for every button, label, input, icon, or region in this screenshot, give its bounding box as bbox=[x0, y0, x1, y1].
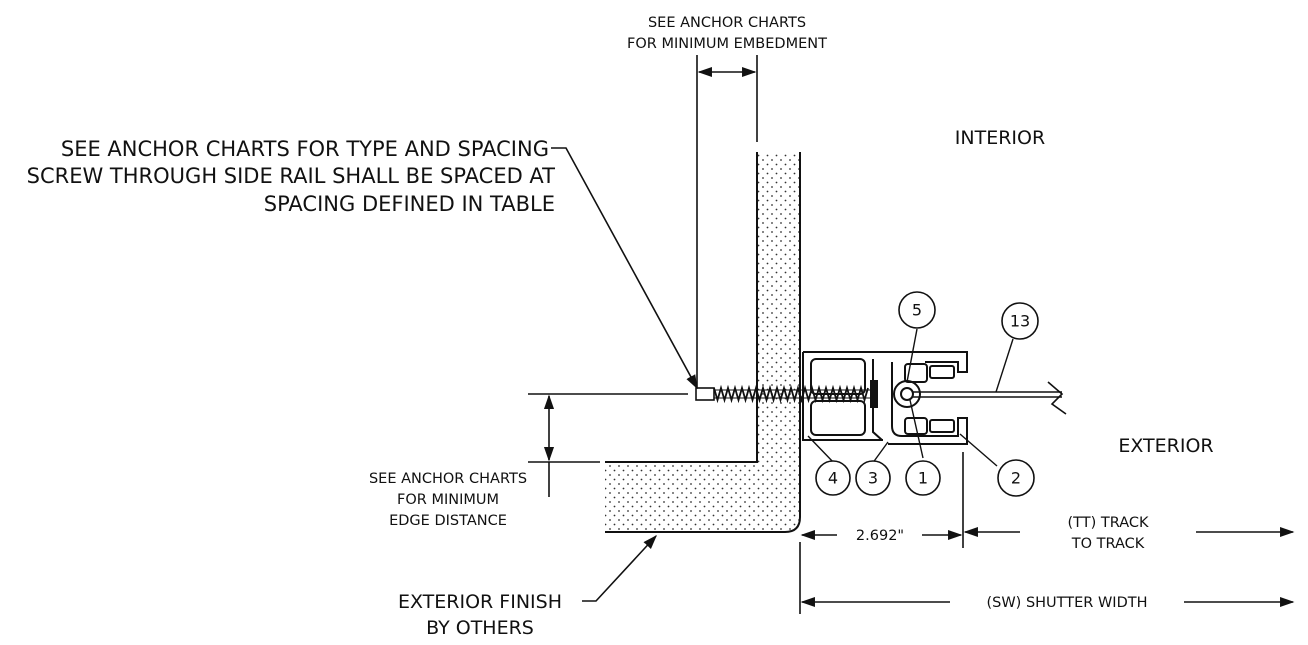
anchor-note-line2: SCREW THROUGH SIDE RAIL SHALL BE SPACED … bbox=[27, 164, 556, 188]
shutter-width-label: (SW) SHUTTER WIDTH bbox=[986, 595, 1147, 611]
exterior-label: EXTERIOR bbox=[1118, 435, 1213, 457]
shutter-panel bbox=[913, 381, 1067, 415]
part-marker-3-label: 3 bbox=[868, 469, 878, 488]
track-to-track-label-line2: TO TRACK bbox=[1071, 536, 1145, 552]
anchor-note-line1: SEE ANCHOR CHARTS FOR TYPE AND SPACING bbox=[61, 137, 549, 161]
part-marker-13: 13 bbox=[1001, 302, 1039, 340]
side-rail-profile bbox=[802, 351, 968, 445]
edge-distance-dimension bbox=[528, 393, 688, 497]
part-marker-1: 1 bbox=[905, 460, 941, 496]
part-marker-4-label: 4 bbox=[828, 469, 838, 488]
edge-note-line2: FOR MINIMUM bbox=[397, 492, 499, 508]
part-marker-1-label: 1 bbox=[918, 469, 928, 488]
edge-note-line3: EDGE DISTANCE bbox=[389, 513, 507, 529]
interior-label: INTERIOR bbox=[955, 127, 1045, 149]
part-marker-2: 2 bbox=[997, 459, 1035, 497]
embedment-note-line2: FOR MINIMUM EMBEDMENT bbox=[627, 36, 827, 52]
part-marker-3: 3 bbox=[855, 460, 891, 496]
part-balloons: 5 13 4 3 1 2 bbox=[807, 291, 1039, 497]
finish-note-line1: EXTERIOR FINISH bbox=[398, 591, 562, 613]
callout-text: SEE ANCHOR CHARTS FOR MINIMUM EMBEDMENT … bbox=[27, 15, 1214, 639]
part-marker-5-label: 5 bbox=[912, 301, 922, 320]
edge-note-line1: SEE ANCHOR CHARTS bbox=[369, 471, 527, 487]
finish-note-line2: BY OTHERS bbox=[426, 617, 534, 639]
track-to-track-label-line1: (TT) TRACK bbox=[1067, 515, 1149, 531]
bottom-dimensions bbox=[799, 452, 1295, 614]
embedment-note-line1: SEE ANCHOR CHARTS bbox=[648, 15, 806, 31]
anchor-note-line3: SPACING DEFINED IN TABLE bbox=[264, 192, 555, 216]
part-marker-4: 4 bbox=[815, 460, 851, 496]
part-marker-2-label: 2 bbox=[1011, 469, 1021, 488]
track-depth-dimension-label: 2.692" bbox=[856, 528, 904, 544]
embedment-dimension bbox=[696, 55, 758, 394]
part-marker-13-label: 13 bbox=[1010, 312, 1030, 331]
part-marker-5: 5 bbox=[898, 291, 936, 329]
callout-leaders bbox=[551, 147, 698, 602]
wall-section bbox=[605, 152, 801, 533]
